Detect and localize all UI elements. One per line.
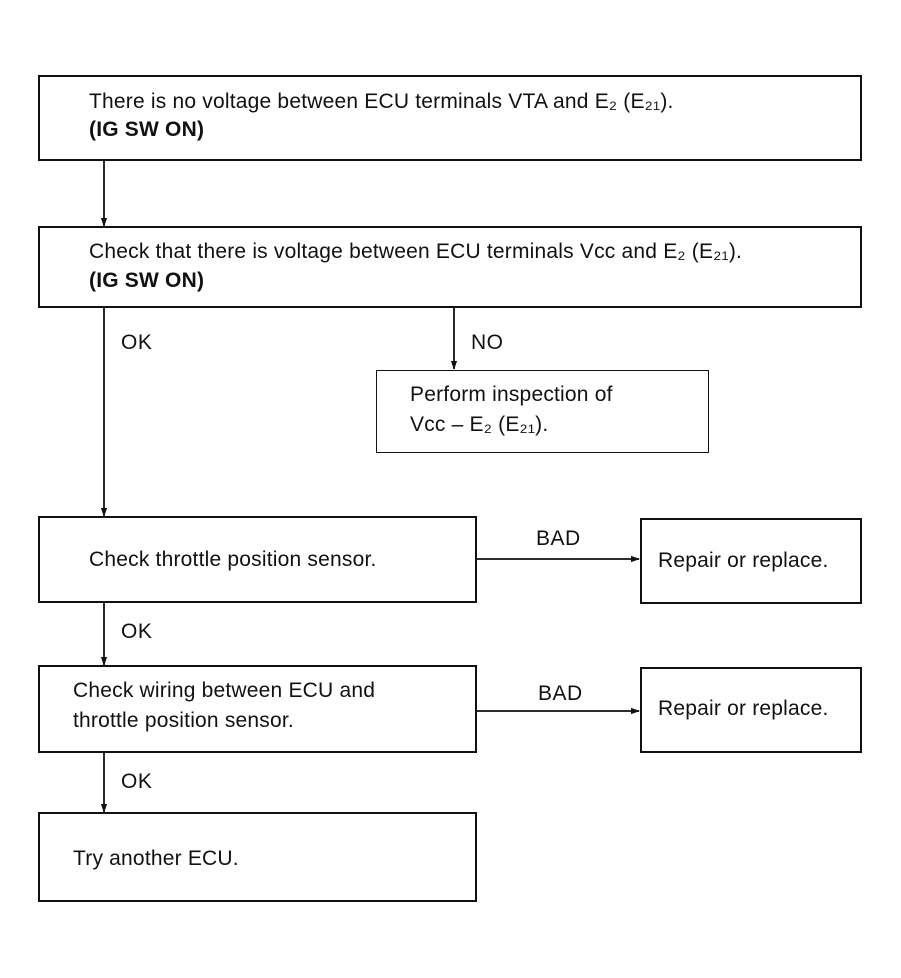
step-perform-inspection-line2: Vcc – E₂ (E₂₁).: [410, 413, 549, 436]
label-bad-1: BAD: [536, 527, 581, 550]
step-check-sensor-box: [38, 516, 477, 603]
step-check-vcc-line2: (IG SW ON): [89, 269, 205, 292]
label-no-1: NO: [471, 331, 504, 354]
label-ok-3: OK: [121, 770, 153, 793]
step-check-sensor-line1: Check throttle position sensor.: [89, 548, 377, 571]
step-no-voltage-line1: There is no voltage between ECU terminal…: [89, 90, 674, 113]
step-check-wiring-line2: throttle position sensor.: [73, 709, 294, 732]
step-check-vcc-line1: Check that there is voltage between ECU …: [89, 240, 743, 263]
step-try-ecu-line1: Try another ECU.: [73, 847, 239, 870]
step-check-vcc-box: [38, 226, 862, 308]
step-no-voltage-line2: (IG SW ON): [89, 118, 205, 141]
label-ok-1: OK: [121, 331, 153, 354]
step-perform-inspection-line1: Perform inspection of: [410, 383, 613, 406]
step-repair-2-line1: Repair or replace.: [658, 697, 829, 720]
step-no-voltage-box: [38, 75, 862, 161]
step-perform-inspection-box: [376, 370, 709, 453]
step-repair-box-2: [640, 667, 862, 753]
step-check-wiring-box: [38, 665, 477, 753]
step-try-ecu-box: [38, 812, 477, 902]
label-ok-2: OK: [121, 620, 153, 643]
step-repair-1-line1: Repair or replace.: [658, 549, 829, 572]
label-bad-2: BAD: [538, 682, 583, 705]
step-repair-box-1: [640, 518, 862, 604]
step-check-wiring-line1: Check wiring between ECU and: [73, 679, 376, 702]
